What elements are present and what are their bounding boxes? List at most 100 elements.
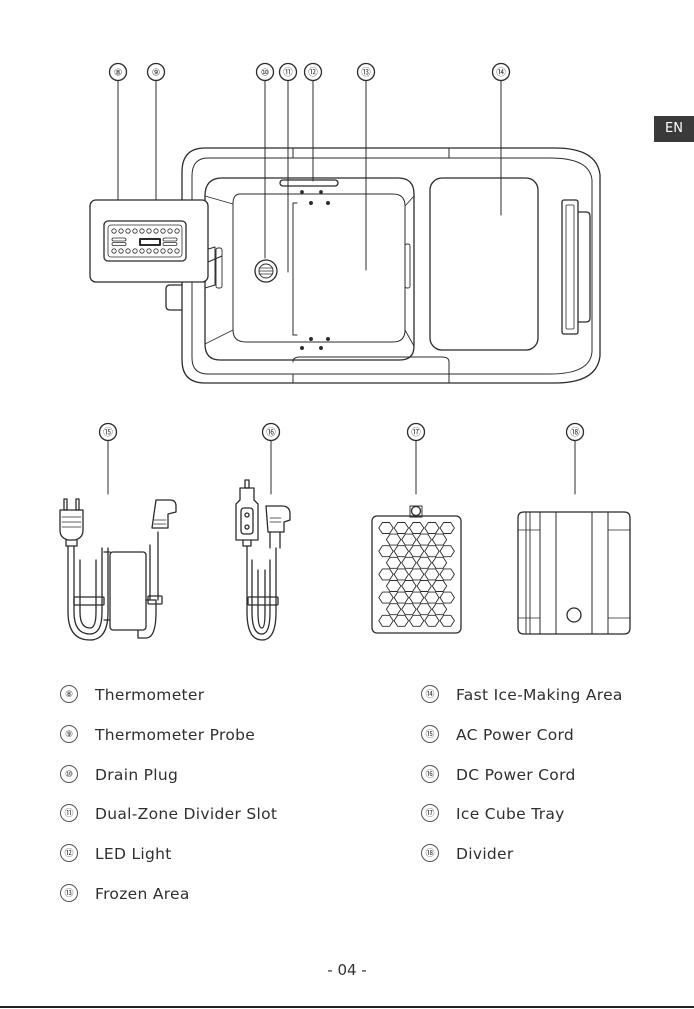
legend-number: ⑭ [421, 685, 439, 703]
svg-text:⑭: ⑭ [496, 68, 506, 79]
leader-lines-bottom [108, 441, 575, 494]
legend-label: AC Power Cord [456, 723, 574, 747]
svg-text:⑬: ⑬ [361, 68, 371, 79]
callout-11: ⑪ [280, 64, 297, 81]
ice-cube-cell [425, 523, 439, 534]
ice-cube-cell [425, 546, 439, 557]
ice-cube-cell [386, 604, 400, 615]
svg-text:⑱: ⑱ [570, 428, 580, 439]
ice-cube-cell [409, 569, 423, 580]
ice-cube-cell [409, 523, 423, 534]
svg-text:⑰: ⑰ [411, 428, 421, 439]
ice-cube-cell [394, 546, 408, 557]
callout-16: ⑯ [263, 424, 280, 441]
legend-right: ⑭ Fast Ice-Making Area ⑮ AC Power Cord ⑯… [421, 683, 694, 882]
legend-item-thermometer: ⑧ Thermometer [60, 683, 360, 723]
legend-label: LED Light [95, 842, 172, 866]
ice-cube-cell [394, 615, 408, 626]
ice-cube-cell [440, 615, 454, 626]
ice-cube-cell [386, 557, 400, 568]
legend-number: ⑫ [60, 844, 78, 862]
ice-cube-cell [379, 546, 393, 557]
ice-cube-cell [379, 523, 393, 534]
legend-number: ⑬ [60, 884, 78, 902]
ice-cube-cell [425, 569, 439, 580]
divider-panel [518, 512, 630, 634]
legend-label: Drain Plug [95, 763, 178, 787]
legend-label: Dual-Zone Divider Slot [95, 802, 277, 826]
ice-cube-cell [402, 534, 416, 545]
ice-cube-cell [379, 592, 393, 603]
ice-cube-cell [440, 569, 454, 580]
legend-number: ⑰ [421, 804, 439, 822]
dc-power-cord [236, 480, 290, 640]
ice-cube-cell [417, 581, 431, 592]
svg-text:⑯: ⑯ [266, 428, 276, 439]
svg-text:⑮: ⑮ [103, 428, 113, 439]
legend-item-drain-plug: ⑩ Drain Plug [60, 763, 360, 803]
callout-8: ⑧ [110, 64, 127, 81]
ice-cube-cell [432, 604, 446, 615]
ice-cube-cell [432, 581, 446, 592]
legend-number: ⑩ [60, 765, 78, 783]
callout-13: ⑬ [358, 64, 375, 81]
legend-item-thermometer-probe: ⑨ Thermometer Probe [60, 723, 360, 763]
thermometer [90, 200, 222, 282]
ice-cube-cell [409, 592, 423, 603]
ice-cube-cell [417, 557, 431, 568]
legend-number: ⑮ [421, 725, 439, 743]
legend-number: ⑱ [421, 844, 439, 862]
legend-item-divider-slot: ⑪ Dual-Zone Divider Slot [60, 802, 360, 842]
ac-power-cord [60, 499, 176, 640]
ice-cube-cell [425, 615, 439, 626]
legend-item-ac-power-cord: ⑮ AC Power Cord [421, 723, 694, 763]
legend-label: Ice Cube Tray [456, 802, 565, 826]
legend-number: ⑨ [60, 725, 78, 743]
legend-label: DC Power Cord [456, 763, 576, 787]
ice-cube-cell [417, 534, 431, 545]
product-diagram: ⑧ ⑨ ⑩ ⑪ ⑫ ⑬ ⑭ [0, 0, 694, 660]
ice-cube-cell [432, 534, 446, 545]
legend-item-ice-cube-tray: ⑰ Ice Cube Tray [421, 802, 694, 842]
legend-item-divider: ⑱ Divider [421, 842, 694, 882]
ice-cube-cell [379, 615, 393, 626]
ice-cube-cell [394, 523, 408, 534]
ice-cube-cell [425, 592, 439, 603]
legend-label: Divider [456, 842, 514, 866]
legend-left: ⑧ Thermometer ⑨ Thermometer Probe ⑩ Drai… [60, 683, 360, 922]
callout-12: ⑫ [305, 64, 322, 81]
ice-cube-cell [409, 546, 423, 557]
ice-cube-cell [440, 546, 454, 557]
ice-cube-cell [440, 592, 454, 603]
ice-cube-cell [379, 569, 393, 580]
fridge-top-view [166, 148, 600, 383]
ice-cube-cell [402, 557, 416, 568]
ice-cube-cell [402, 604, 416, 615]
ice-cube-cell [402, 581, 416, 592]
legend-number: ⑧ [60, 685, 78, 703]
legend-item-frozen-area: ⑬ Frozen Area [60, 882, 360, 922]
ice-cube-cell [440, 523, 454, 534]
callout-10: ⑩ [257, 64, 274, 81]
svg-text:⑩: ⑩ [261, 68, 270, 79]
legend-item-dc-power-cord: ⑯ DC Power Cord [421, 763, 694, 803]
page-number: - 04 - [0, 961, 694, 979]
callout-17: ⑰ [408, 424, 425, 441]
legend-label: Thermometer [95, 683, 204, 707]
callout-14: ⑭ [493, 64, 510, 81]
legend-number: ⑪ [60, 804, 78, 822]
callout-15: ⑮ [100, 424, 117, 441]
ice-cube-cell [394, 569, 408, 580]
ice-cube-tray [372, 506, 461, 633]
svg-text:⑨: ⑨ [152, 68, 161, 79]
bottom-rule [0, 1006, 694, 1008]
legend-label: Thermometer Probe [95, 723, 255, 747]
svg-text:⑫: ⑫ [308, 68, 318, 79]
ice-cube-cell [386, 581, 400, 592]
callout-18: ⑱ [567, 424, 584, 441]
legend-item-led-light: ⑫ LED Light [60, 842, 360, 882]
legend-number: ⑯ [421, 765, 439, 783]
ice-cube-cell [432, 557, 446, 568]
ice-cube-cell [386, 534, 400, 545]
legend-label: Frozen Area [95, 882, 190, 906]
